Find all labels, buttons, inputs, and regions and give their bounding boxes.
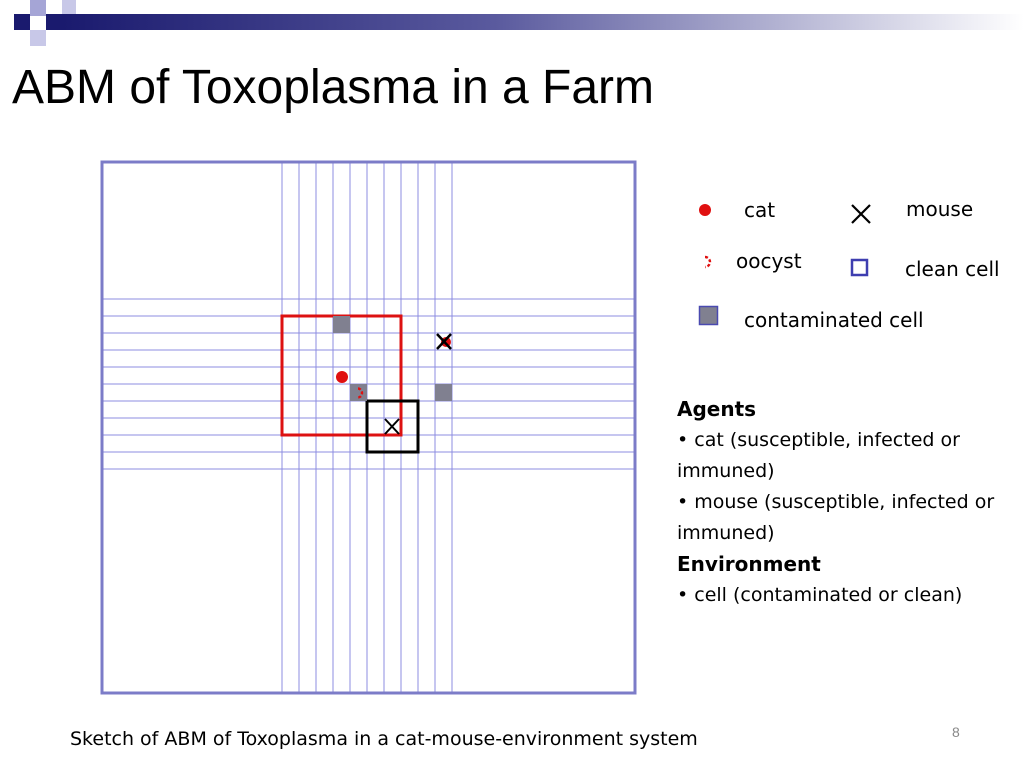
- header-square: [62, 0, 76, 14]
- farm-boundary: [100, 160, 637, 695]
- mouse-agent: [436, 333, 452, 350]
- agent-item: • mouse (susceptible, infected or immune…: [677, 491, 995, 544]
- cat-agent: [336, 371, 348, 383]
- oocyst-icon: [704, 255, 712, 269]
- grid-lines: [103, 163, 634, 692]
- header-square: [14, 14, 30, 30]
- contaminated-cell: [333, 316, 350, 333]
- environment-item: • cell (contaminated or clean): [677, 584, 963, 606]
- contaminated-cell: [435, 384, 452, 401]
- red-dot-icon: [699, 204, 711, 216]
- header-bar: [62, 14, 1024, 30]
- header-square: [46, 14, 62, 30]
- legend-oocyst-label: oocyst: [736, 249, 802, 273]
- agent-item: • cat (susceptible, infected or immuned): [677, 429, 960, 482]
- mouse-agent: [384, 418, 400, 435]
- legend-mouse-label: mouse: [906, 197, 974, 221]
- header-square: [30, 0, 46, 16]
- environment-heading: Environment: [677, 552, 821, 576]
- description-panel: Agents • cat (susceptible, infected or i…: [677, 394, 997, 611]
- header-square: [14, 30, 30, 46]
- contaminated-cell: [350, 384, 367, 401]
- slide-title: ABM of Toxoplasma in a Farm: [12, 61, 655, 114]
- header-decoration: [14, 0, 1024, 46]
- hollow-square-icon: [850, 258, 869, 277]
- cross-icon: [851, 204, 871, 224]
- mouse-range-box: [365, 399, 420, 454]
- header-square: [30, 30, 46, 46]
- legend-contaminated-cell-label: contaminated cell: [744, 308, 924, 332]
- legend-cat-label: cat: [744, 198, 776, 222]
- page-number: 8: [952, 724, 960, 740]
- filled-square-icon: [698, 305, 719, 326]
- figure-caption: Sketch of ABM of Toxoplasma in a cat-mou…: [70, 728, 698, 750]
- legend-clean-cell-label: clean cell: [905, 257, 1000, 281]
- oocyst-marker: [357, 387, 364, 399]
- agents-heading: Agents: [677, 397, 757, 421]
